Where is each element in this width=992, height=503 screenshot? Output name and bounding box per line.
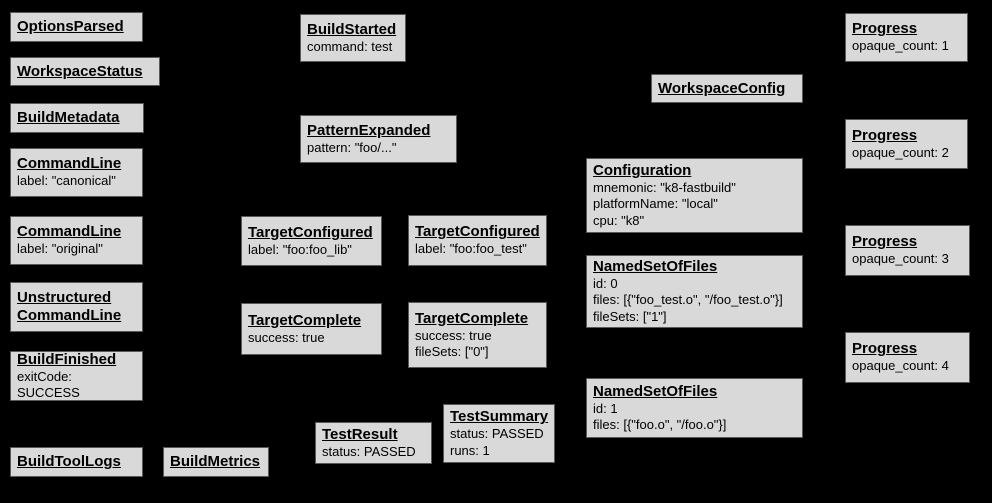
event-box-build-tool-logs: BuildToolLogs: [10, 447, 143, 477]
event-body: pattern: "foo/...": [307, 139, 397, 155]
event-box-command-line-original: CommandLine label: "original": [10, 216, 143, 265]
event-box-named-set-of-files-0: NamedSetOfFiles id: 0 files: [{"foo_test…: [586, 255, 803, 328]
event-box-progress-2: Progress opaque_count: 2: [845, 119, 968, 169]
event-title: BuildToolLogs: [17, 453, 121, 470]
event-body: opaque_count: 1: [852, 38, 949, 54]
event-box-build-metadata: BuildMetadata: [10, 103, 144, 133]
event-box-build-finished: BuildFinished exitCode: SUCCESS: [10, 351, 143, 401]
event-body: id: 0 files: [{"foo_test.o", "/foo_test.…: [593, 276, 783, 324]
event-title: Progress: [852, 340, 918, 358]
event-body: id: 1 files: [{"foo.o", "/foo.o"}]: [593, 400, 727, 432]
event-title: CommandLine: [17, 155, 122, 173]
event-box-unstructured-command-line: Unstructured CommandLine: [10, 282, 143, 332]
event-body: label: "canonical": [17, 173, 116, 189]
event-body: command: test: [307, 38, 393, 54]
event-title: TargetConfigured: [248, 223, 373, 241]
event-title: Progress: [852, 20, 918, 38]
event-title: TargetComplete: [248, 311, 362, 329]
event-body: label: "foo:foo_lib": [248, 241, 352, 257]
event-box-options-parsed: OptionsParsed: [10, 12, 143, 42]
event-box-target-complete-foo-test: TargetComplete success: true fileSets: […: [408, 302, 547, 368]
event-title: TestResult: [322, 425, 398, 443]
event-title: Progress: [852, 233, 918, 251]
event-title: TargetComplete: [415, 309, 529, 327]
event-box-progress-1: Progress opaque_count: 1: [845, 13, 968, 62]
event-body: success: true: [248, 329, 325, 345]
event-title: TestSummary: [450, 408, 549, 426]
event-box-workspace-config: WorkspaceConfig: [651, 74, 803, 103]
event-box-progress-4: Progress opaque_count: 4: [845, 332, 970, 383]
event-box-command-line-canonical: CommandLine label: "canonical": [10, 148, 143, 197]
event-title: BuildStarted: [307, 20, 397, 38]
event-box-configuration: Configuration mnemonic: "k8-fastbuild" p…: [586, 158, 803, 233]
event-box-workspace-status: WorkspaceStatus: [10, 57, 160, 86]
event-body: mnemonic: "k8-fastbuild" platformName: "…: [593, 180, 736, 228]
event-title: Progress: [852, 126, 918, 144]
event-box-build-started: BuildStarted command: test: [300, 14, 406, 62]
event-box-target-complete-foo-lib: TargetComplete success: true: [241, 303, 382, 355]
event-title: Unstructured CommandLine: [17, 289, 122, 324]
event-body: label: "original": [17, 241, 103, 257]
event-title: WorkspaceStatus: [17, 62, 143, 80]
event-title: WorkspaceConfig: [658, 79, 786, 97]
event-body: status: PASSED runs: 1: [450, 426, 544, 458]
event-body: success: true fileSets: ["0"]: [415, 327, 492, 359]
event-title: BuildFinished: [17, 351, 117, 368]
event-box-test-result: TestResult status: PASSED: [315, 422, 432, 464]
event-box-build-metrics: BuildMetrics: [163, 447, 269, 477]
event-title: TargetConfigured: [415, 223, 540, 241]
event-body: exitCode: SUCCESS: [17, 368, 80, 400]
event-box-progress-3: Progress opaque_count: 3: [845, 225, 970, 276]
event-title: CommandLine: [17, 223, 122, 241]
event-box-pattern-expanded: PatternExpanded pattern: "foo/...": [300, 115, 457, 163]
event-box-target-configured-foo-test: TargetConfigured label: "foo:foo_test": [408, 215, 547, 266]
event-body: opaque_count: 4: [852, 358, 949, 374]
event-title: NamedSetOfFiles: [593, 258, 718, 276]
event-title: Configuration: [593, 162, 692, 180]
event-body: label: "foo:foo_test": [415, 241, 527, 257]
event-title: OptionsParsed: [17, 18, 124, 35]
event-box-target-configured-foo-lib: TargetConfigured label: "foo:foo_lib": [241, 216, 382, 266]
event-title: PatternExpanded: [307, 121, 431, 139]
event-box-test-summary: TestSummary status: PASSED runs: 1: [443, 404, 555, 463]
event-title: NamedSetOfFiles: [593, 382, 718, 400]
event-box-named-set-of-files-1: NamedSetOfFiles id: 1 files: [{"foo.o", …: [586, 378, 803, 438]
event-title: BuildMetrics: [170, 453, 261, 470]
event-body: opaque_count: 3: [852, 251, 949, 267]
event-body: status: PASSED: [322, 443, 416, 459]
event-title: BuildMetadata: [17, 109, 120, 126]
event-body: opaque_count: 2: [852, 144, 949, 160]
